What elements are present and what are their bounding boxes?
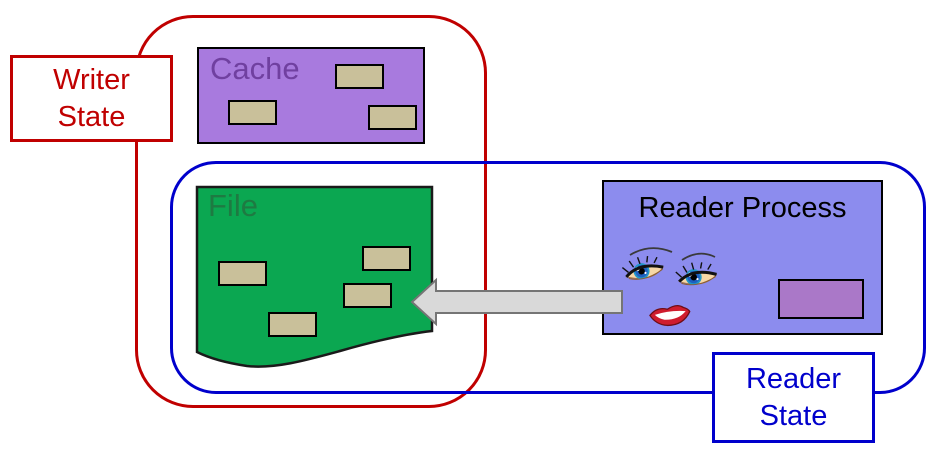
- reader-state-label-box: Reader State: [712, 352, 875, 443]
- cache-box: Cache: [197, 47, 425, 144]
- file-document-shape: [195, 185, 434, 368]
- writer-state-label-box: Writer State: [10, 55, 173, 142]
- reader-face-icon: [621, 247, 718, 327]
- writer-state-label-line2: State: [57, 100, 126, 133]
- file-data-block: [362, 246, 411, 271]
- cache-data-block: [335, 64, 384, 89]
- reader-state-label-line2: State: [759, 399, 828, 432]
- file-data-block: [218, 261, 267, 286]
- file-data-block: [268, 312, 317, 337]
- cache-label: Cache: [210, 51, 300, 86]
- reader-state-label-line1: Reader: [745, 362, 842, 395]
- reader-buffer-rect: [778, 279, 864, 319]
- reader-process-label: Reader Process: [638, 192, 847, 224]
- reader-process-box: Reader Process: [602, 180, 883, 335]
- cache-data-block: [228, 100, 277, 125]
- cache-data-block: [368, 105, 417, 130]
- writer-state-label-line1: Writer: [53, 63, 130, 96]
- reader-state-boundary: [170, 161, 926, 394]
- file-label: File: [208, 188, 258, 223]
- writer-state-boundary: [135, 15, 487, 408]
- file-data-block: [343, 283, 392, 308]
- read-arrow-icon: [410, 277, 623, 327]
